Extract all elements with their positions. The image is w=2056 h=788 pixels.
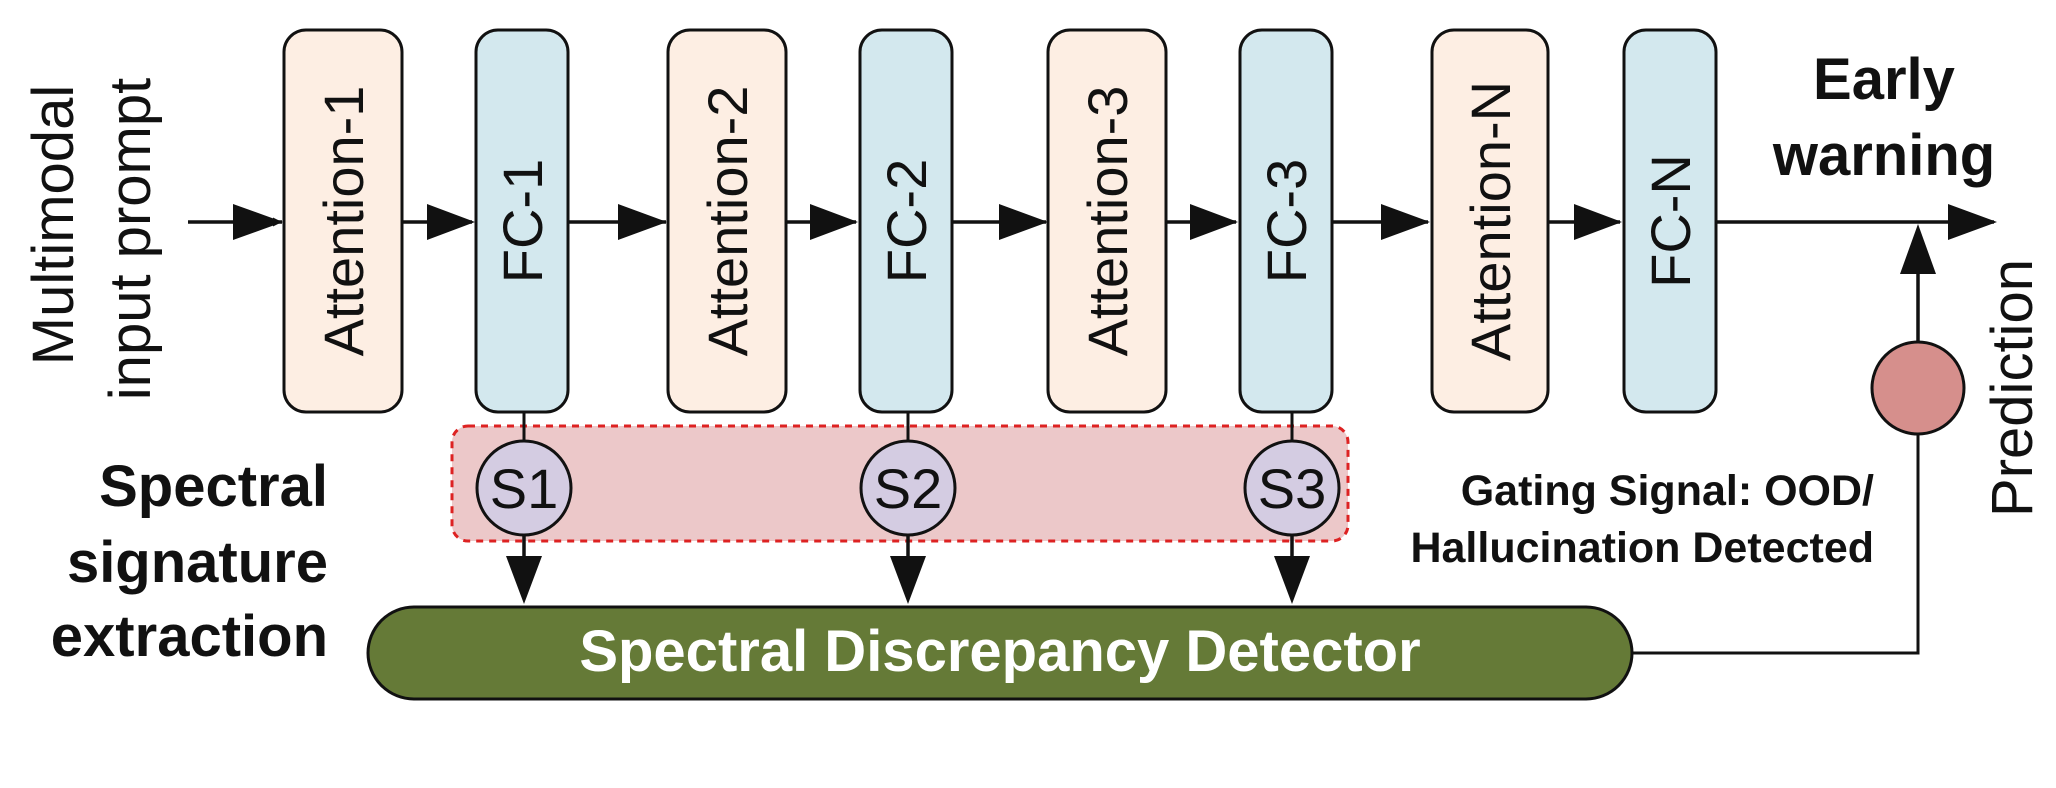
section-label: Spectral signature extraction: [51, 454, 328, 669]
input-label-line-1: Multimodal: [21, 85, 86, 365]
spectral-discrepancy-detector: Spectral Discrepancy Detector: [366, 605, 1634, 701]
signature-s3: S3: [1243, 439, 1341, 537]
fc-3-box: [1238, 28, 1334, 414]
signature-taps: [522, 412, 1294, 441]
attention-2-label: Attention-2: [696, 86, 759, 357]
s2-label: S2: [874, 457, 943, 520]
early-warning-line-2: warning: [1772, 123, 1995, 188]
arrowhead-attention-2: [618, 204, 667, 240]
block-fc-3: FC-3: [1238, 28, 1334, 414]
arrowhead-fc-3: [1190, 204, 1238, 240]
arrowhead-s2-to-detector: [890, 556, 926, 604]
gating-label: Gating Signal: OOD/ Hallucination Detect…: [1410, 467, 1874, 572]
arrowhead-s1-to-detector: [506, 556, 542, 604]
section-label-line-3: extraction: [51, 604, 328, 669]
signature-s2: S2: [859, 439, 957, 537]
block-attention-1: Attention-1: [282, 28, 404, 414]
fc-2-box: [858, 28, 954, 414]
block-fc-2: FC-2: [858, 28, 954, 414]
block-attention-n: Attention-N: [1430, 28, 1550, 414]
arrowhead-s3-to-detector: [1274, 556, 1310, 604]
fc-3-label: FC-3: [1255, 159, 1318, 283]
arrowhead-fc-1: [427, 204, 475, 240]
block-attention-3: Attention-3: [1046, 28, 1168, 414]
attention-3-box: [1046, 28, 1168, 414]
signature-s1: S1: [475, 439, 573, 537]
arrowhead-output: [1948, 204, 1997, 240]
s3-label: S3: [1258, 457, 1327, 520]
arrowhead-attention-n: [1381, 204, 1430, 240]
attention-1-label: Attention-1: [312, 86, 375, 357]
block-attention-2: Attention-2: [666, 28, 788, 414]
early-warning-line-1: Early: [1813, 47, 1955, 112]
prediction-label: Prediction: [1980, 259, 2045, 517]
early-warning-label: Early warning: [1772, 47, 1995, 188]
block-fc-n: FC-N: [1622, 28, 1718, 414]
input-label-line-2: input prompt: [98, 78, 163, 400]
fc-1-label: FC-1: [491, 159, 554, 283]
pipeline-arrowheads: [233, 204, 1997, 240]
fc-2-label: FC-2: [875, 159, 938, 283]
attention-n-box: [1430, 28, 1550, 414]
detector-label: Spectral Discrepancy Detector: [579, 619, 1420, 684]
attention-1-box: [282, 28, 404, 414]
attention-2-box: [666, 28, 788, 414]
arrowhead-fc-2: [810, 204, 858, 240]
gating-path: [1632, 224, 1966, 655]
signature-to-detector-arrows: [506, 535, 1310, 604]
arrowhead-attention-1: [233, 204, 283, 240]
attention-n-label: Attention-N: [1459, 81, 1522, 361]
fc-1-box: [474, 28, 570, 414]
gate-to-output-arrowhead: [1900, 224, 1936, 274]
gate-node: [1870, 340, 1966, 436]
fc-n-box: [1622, 28, 1718, 414]
block-fc-1: FC-1: [474, 28, 570, 414]
attention-3-label: Attention-3: [1076, 86, 1139, 357]
arrowhead-fc-n: [1574, 204, 1622, 240]
section-label-line-1: Spectral: [99, 454, 328, 519]
gating-label-line-2: Hallucination Detected: [1410, 524, 1874, 572]
s1-label: S1: [490, 457, 559, 520]
arrowhead-attention-3: [999, 204, 1048, 240]
section-label-line-2: signature: [67, 530, 328, 595]
input-label: Multimodal input prompt: [21, 78, 163, 400]
gating-connector: [1632, 434, 1920, 655]
fc-n-label: FC-N: [1639, 154, 1702, 288]
gating-label-line-1: Gating Signal: OOD/: [1461, 467, 1874, 515]
